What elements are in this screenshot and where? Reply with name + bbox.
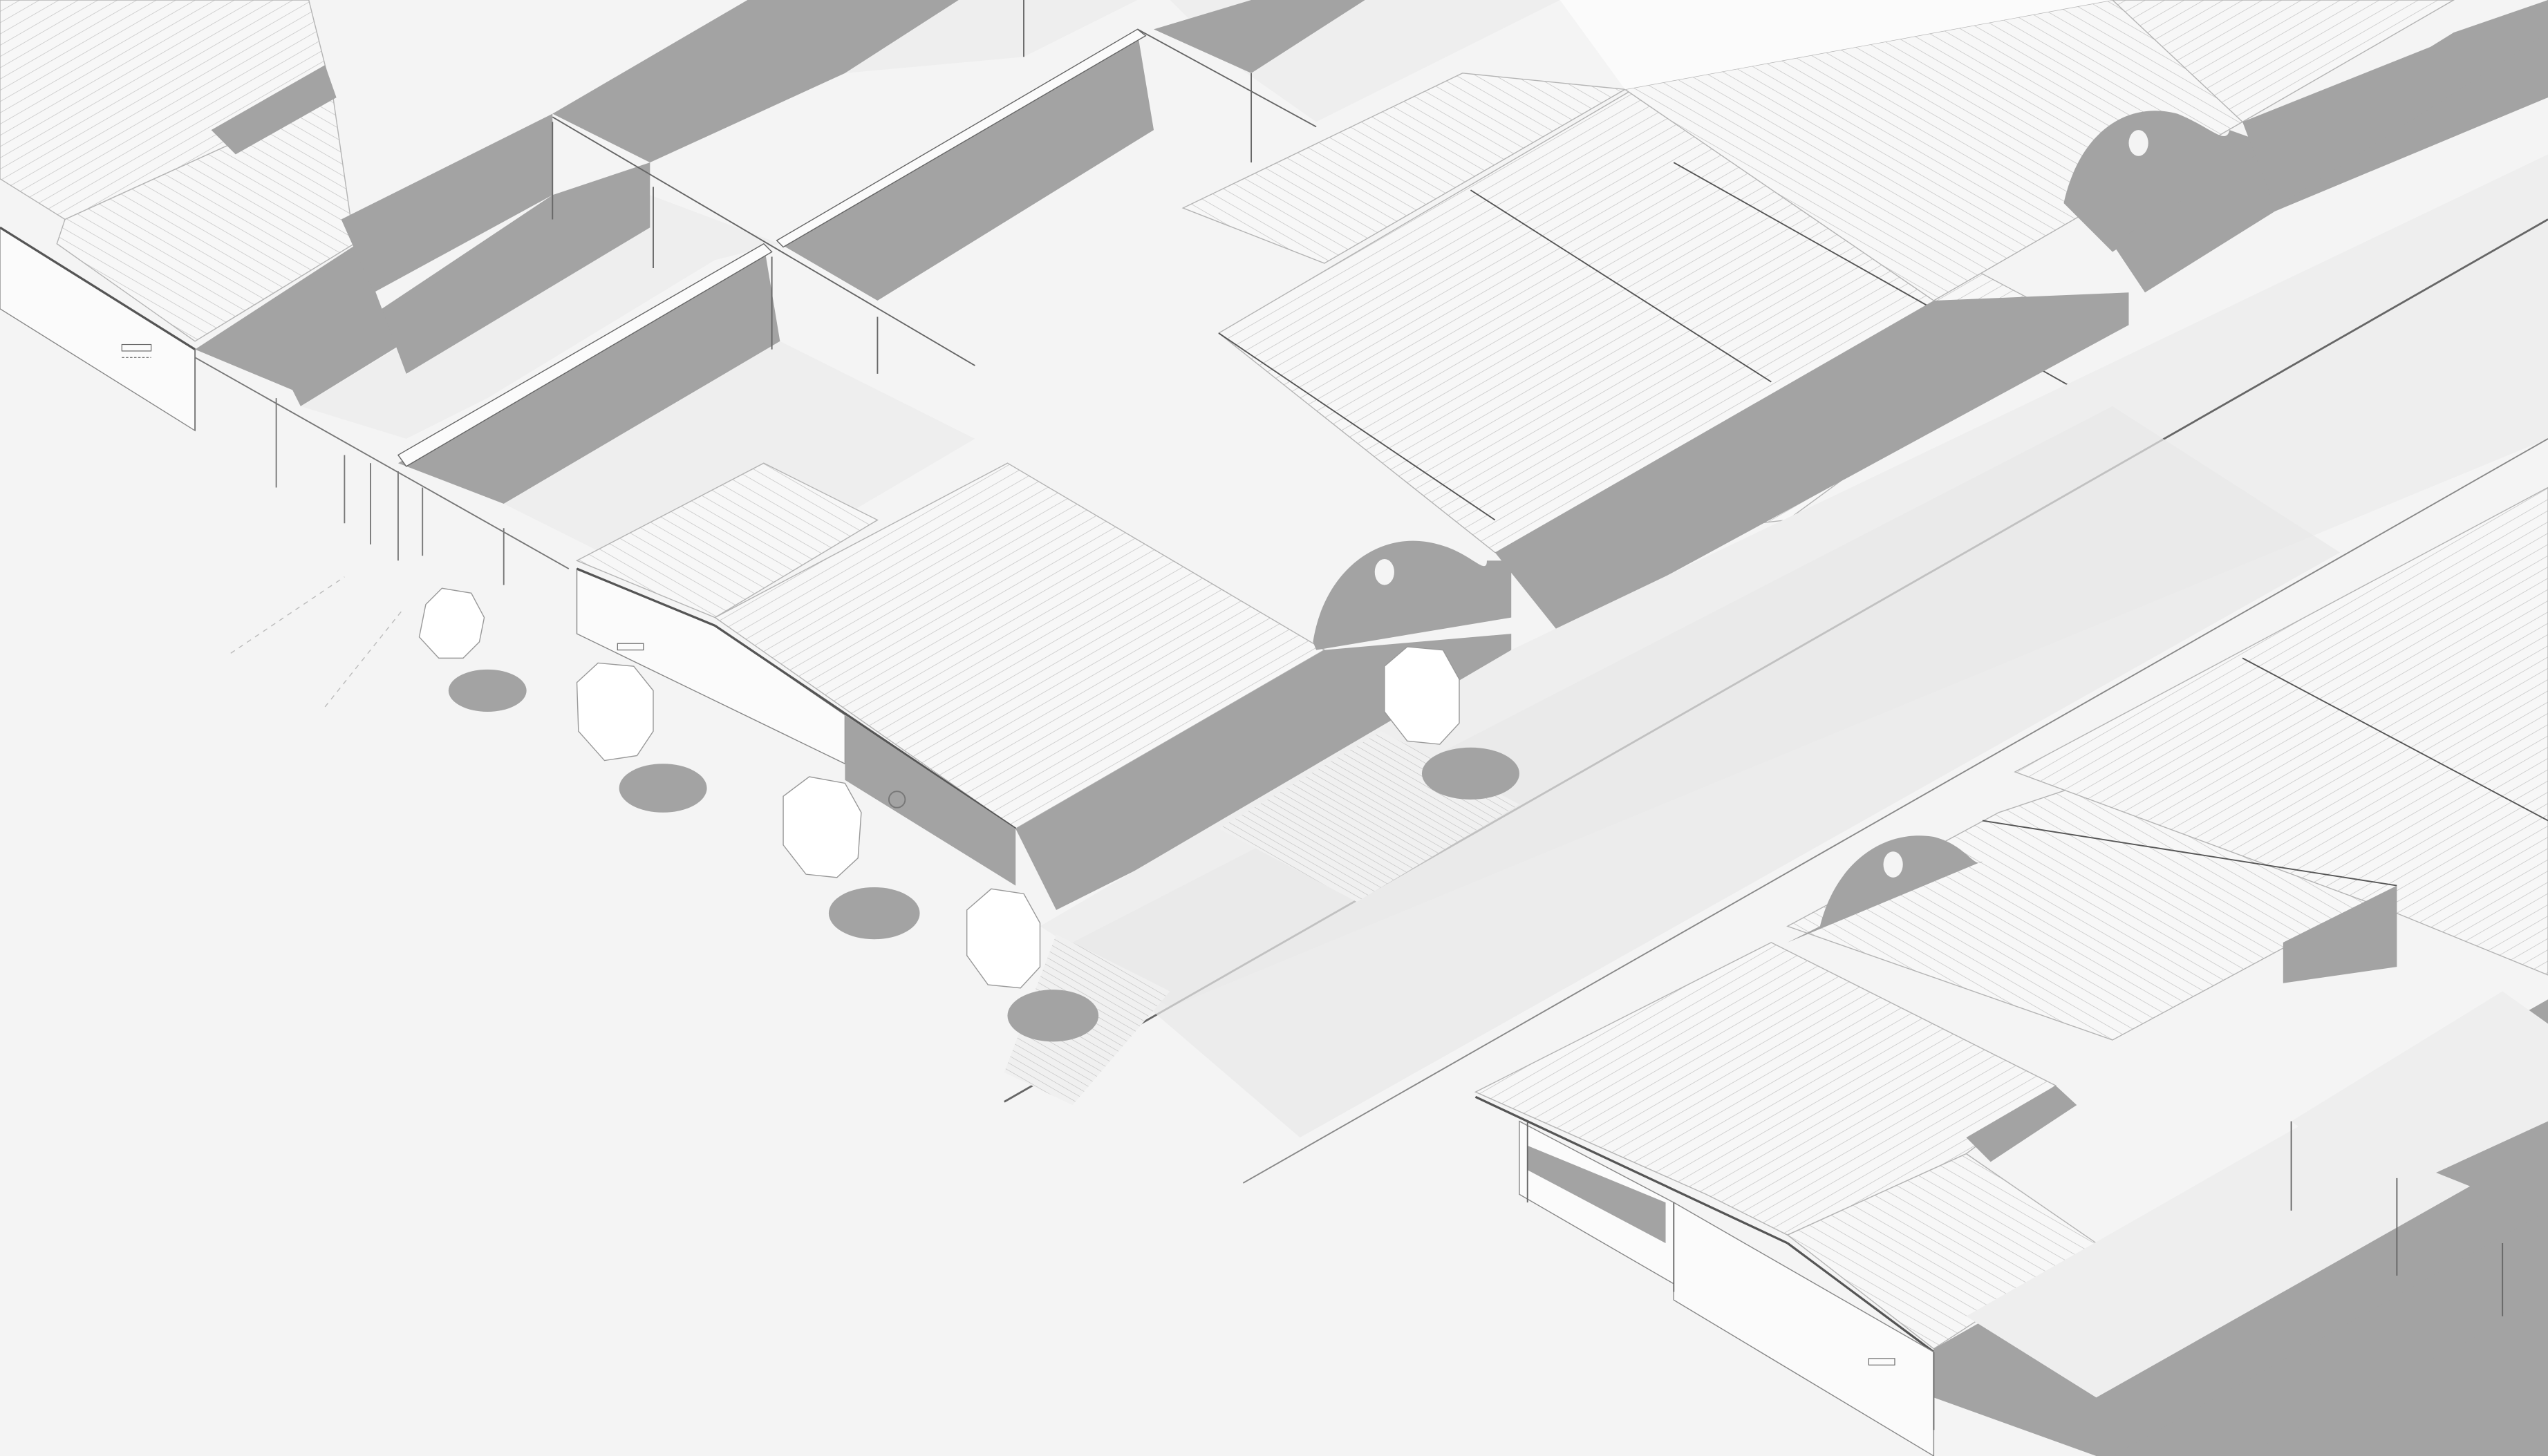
guide-lines [230, 576, 404, 708]
wall-top-far [780, 32, 1154, 301]
dome-opening [1883, 851, 1903, 878]
guide-line [324, 609, 404, 708]
wall-cap [776, 28, 1147, 248]
yard-top-right-floor [1559, 0, 2113, 90]
yard-wall-shadow [341, 113, 553, 293]
wall-shadow-top [552, 0, 959, 163]
tree [783, 776, 920, 940]
roof-right-edge [2014, 486, 2548, 976]
wall-far-right [2242, 0, 2548, 208]
column-frame-left [194, 349, 570, 585]
yard-shadow [382, 162, 650, 374]
roof-slot-shadow [211, 65, 337, 155]
beam [194, 357, 570, 569]
yard-edge [552, 116, 975, 366]
eave-edge [576, 567, 715, 627]
shed-central-left [575, 462, 1512, 910]
tree-shadow [828, 887, 920, 940]
vent-central [617, 643, 644, 651]
tree-row [418, 587, 1519, 1042]
dome-shadow-top [2063, 111, 2276, 252]
ridge-line [1673, 162, 2129, 420]
low-wall-right [2112, 1210, 2548, 1456]
yard-strip-top [552, 0, 1560, 301]
eave-edge [0, 226, 196, 350]
guide-line [230, 576, 345, 654]
tree-canopy [418, 587, 485, 659]
shade-band [1072, 406, 2341, 1138]
tree [418, 587, 527, 712]
yard-bottom-right [1966, 1121, 2471, 1398]
tree-shadow [1007, 990, 1099, 1042]
tree-canopy [576, 662, 654, 762]
yard-floor-2 [503, 341, 975, 602]
roof-slot-shadow [1966, 1085, 2077, 1162]
dome-shadow-central [1313, 540, 1512, 650]
tree-canopy [966, 888, 1041, 989]
shed-block-top-left [0, 0, 406, 432]
roof-ridge-small [575, 462, 879, 618]
tree-shadow [448, 669, 527, 712]
shadow-top-left [195, 243, 406, 406]
dome-shadow-bottom [1787, 835, 1983, 943]
tree-shadow [619, 764, 707, 813]
vent-slot [121, 343, 152, 352]
ridge-line [2242, 657, 2548, 822]
yard-edge [1137, 28, 1317, 128]
yard-top-floor [845, 0, 1138, 73]
tree [1384, 646, 1519, 800]
tree-canopy [1384, 646, 1460, 745]
wheel-icon [888, 791, 906, 809]
ridge-line [1470, 189, 1772, 383]
tree-canopy [783, 776, 862, 878]
tree [966, 888, 1099, 1042]
yard-strip-upper [300, 113, 975, 602]
ridge-line [1218, 332, 1496, 521]
shed-block-bottom-right [1474, 486, 2548, 1456]
dome-opening [2128, 130, 2148, 156]
eave-edge [1786, 1242, 1935, 1353]
porch-shadow [845, 715, 1016, 886]
shed-central-upper [1181, 0, 2243, 650]
tree [576, 662, 707, 813]
shadow-central-upper [1495, 292, 2129, 634]
vent-bottom-right [1868, 1358, 1895, 1365]
yard-inner-right [2291, 991, 2548, 1195]
yard-floor [300, 195, 780, 439]
tree-shadow [1421, 747, 1519, 800]
wall-shadow-right [2283, 885, 2397, 983]
shadow-top-right [1154, 0, 1365, 73]
ridge-line [1982, 820, 2397, 887]
low-wall [397, 243, 780, 504]
roof-top-right [2111, 0, 2455, 123]
shed-top-right [1559, 0, 2548, 293]
eave-edge [714, 624, 1017, 830]
dome-opening [1374, 558, 1394, 585]
low-wall-top [397, 243, 773, 467]
vent-slot [617, 643, 644, 651]
vent-slot [1868, 1358, 1895, 1365]
road-edge-far [1242, 438, 2548, 1184]
porch-shadow [1527, 1145, 1666, 1243]
vent-top-left [121, 343, 152, 358]
